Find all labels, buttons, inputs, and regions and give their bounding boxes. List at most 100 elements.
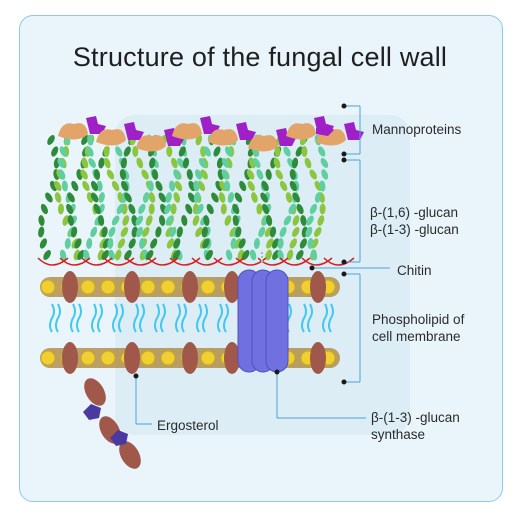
lipid-head: [140, 279, 156, 295]
protein-blob: [58, 123, 88, 140]
glucan-bead: [86, 238, 93, 249]
glucan-bead: [232, 215, 239, 226]
glucan-bead: [98, 215, 105, 226]
glucan-bead: [289, 238, 297, 249]
glucan-bead: [206, 203, 214, 215]
glucan-bead: [251, 192, 258, 203]
glucan-bead: [203, 215, 210, 226]
glucan-bead: [86, 146, 94, 157]
glucan-bead: [165, 215, 174, 226]
diagram-title: Structure of the fungal cell wall: [72, 42, 448, 72]
lipid-tail: [112, 303, 118, 333]
chitin-fiber: [279, 257, 311, 266]
glucan-bead: [59, 249, 67, 261]
glucan-bead: [186, 169, 193, 180]
glucan-bead: [224, 146, 233, 157]
glucan-bead: [45, 192, 53, 203]
glucan-bead: [292, 226, 300, 238]
glucan-bead: [227, 192, 235, 203]
mannose-cluster: [316, 124, 334, 136]
glucan-bead: [218, 192, 226, 203]
glucan-bead: [173, 192, 181, 203]
lipid-head: [100, 279, 116, 295]
leader-dot: [274, 369, 280, 375]
leader-dot: [133, 373, 139, 379]
chitin-fiber: [301, 257, 333, 266]
glucan-bead: [61, 180, 68, 192]
ergosterol-molecule: [84, 378, 106, 406]
glucan-bead: [108, 249, 115, 261]
glucan-bead: [246, 169, 255, 180]
ergosterol-molecule: [119, 441, 141, 469]
glucan-bead: [59, 146, 67, 157]
glucan-bead: [150, 238, 158, 249]
glucan-bead: [221, 169, 229, 180]
lipid-tail: [175, 303, 181, 333]
glucan-bead: [51, 146, 59, 157]
glucan-bead: [309, 169, 317, 180]
sugar-cluster: [83, 404, 101, 420]
lipid-tail: [49, 303, 55, 333]
mannose-cluster: [276, 128, 296, 146]
synthase-subunit: [265, 269, 289, 373]
glucan-bead: [305, 226, 313, 238]
chitin-fiber: [125, 257, 157, 266]
lipid-tail: [223, 303, 229, 333]
glucan-bead: [57, 158, 65, 168]
glucan-bead: [320, 158, 329, 168]
label-phospholipid-line2: cell membrane: [372, 329, 461, 344]
lipid-head: [160, 350, 176, 366]
glucan-bead: [202, 238, 210, 249]
lipid-tail: [217, 303, 223, 333]
glucan-bead: [299, 238, 307, 249]
lipid-tail: [133, 303, 139, 333]
glucan-bead: [198, 158, 207, 168]
glucan-bead: [106, 169, 115, 180]
glucan-bead: [43, 250, 51, 260]
lipid-tail: [139, 303, 145, 333]
glucan-bead: [82, 180, 90, 192]
leader-dot: [341, 259, 347, 265]
protein-blob: [286, 123, 316, 140]
glucan-bead: [173, 238, 181, 249]
lipid-tail: [160, 303, 166, 333]
glucan-bead: [262, 203, 270, 215]
glucan-bead: [256, 203, 263, 215]
glucan-bead: [165, 192, 172, 203]
leader-lines: [133, 103, 390, 425]
lipid-tail: [91, 303, 97, 333]
glucan-bead: [261, 180, 269, 192]
lipid-tail: [70, 303, 76, 333]
glucan-bead: [286, 249, 294, 261]
protein-blob: [208, 129, 238, 146]
chitin-fiber: [147, 257, 179, 266]
glucan-bead: [195, 226, 203, 238]
chitin-fiber: [37, 257, 69, 266]
glucan-bead: [177, 158, 185, 168]
lipid-tail: [196, 303, 202, 333]
glucan-bead: [269, 226, 277, 238]
ergosterol-molecule: [182, 342, 198, 374]
glucan-bead: [235, 226, 242, 238]
glucan-bead: [296, 250, 304, 260]
glucan-bead: [292, 192, 300, 203]
glucan-bead: [64, 238, 71, 249]
protein-blob: [248, 135, 278, 152]
glucan-bead: [319, 203, 326, 215]
glucan-bead: [178, 146, 186, 157]
glucan-bead: [285, 192, 293, 203]
glucan-bead: [166, 238, 175, 249]
glucan-bead: [318, 146, 326, 157]
glucan-bead: [309, 203, 318, 215]
glucan-bead: [120, 226, 129, 238]
lipid-tail: [202, 303, 208, 333]
ergosterol-molecule: [62, 271, 78, 303]
glucan-bead: [273, 157, 281, 169]
lipid-tail: [55, 303, 61, 333]
glucan-bead: [249, 249, 257, 261]
lipid-tail: [97, 303, 103, 333]
lipid-head: [100, 350, 116, 366]
glucan-bead: [238, 238, 246, 249]
leader-dot: [341, 379, 347, 385]
label-mannoproteins: Mannoproteins: [372, 122, 462, 137]
